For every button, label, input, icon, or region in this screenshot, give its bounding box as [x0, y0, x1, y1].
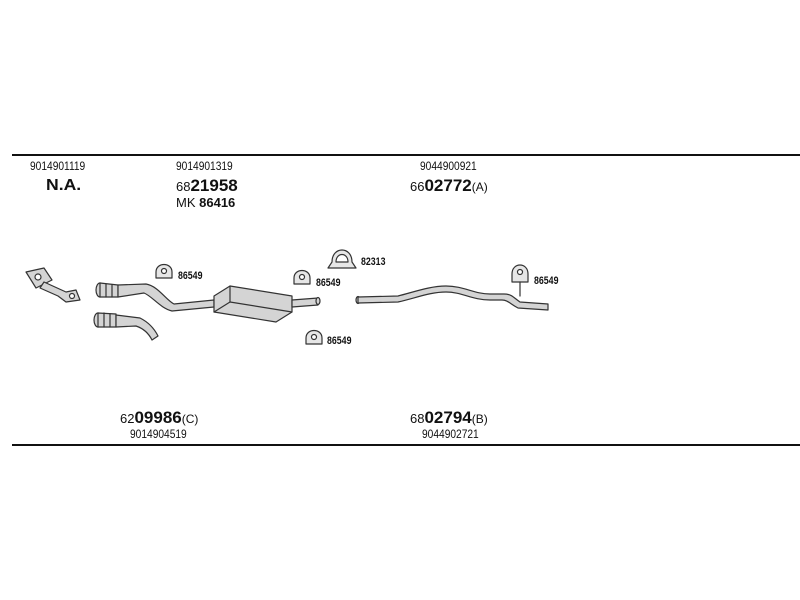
code-prefix: 68 [176, 179, 191, 194]
na-label: N.A. [46, 177, 82, 194]
mounting-kit-label: MK 86416 [176, 196, 235, 209]
ref-number-4: 9014904519 [130, 427, 187, 441]
code-suffix: (C) [181, 412, 199, 426]
code-suffix: (B) [471, 412, 488, 426]
manifold-flange [25, 267, 81, 303]
ref-number-5: 9044902721 [422, 427, 479, 441]
part-code-middle-pipe: 6821958 [176, 177, 238, 195]
code-main: 02794 [424, 408, 472, 427]
code-main: 21958 [190, 176, 238, 195]
part-code-front-pipe: 6209986(C) [120, 409, 198, 427]
mk-number: 86416 [199, 195, 236, 210]
rubber-hanger-icon [511, 264, 529, 297]
ref-number-2: 9014901319 [176, 159, 233, 173]
code-suffix: (A) [471, 180, 488, 194]
hanger-label-4: 86549 [327, 335, 352, 347]
hanger-label-2: 86549 [316, 277, 341, 289]
code-prefix: 62 [120, 411, 135, 426]
middle-silencer [213, 285, 321, 323]
front-pipe-upper [95, 282, 215, 312]
rubber-hanger-icon [293, 269, 311, 285]
code-prefix: 68 [410, 411, 425, 426]
front-pipe-lower [93, 312, 159, 341]
rubber-hanger-icon [155, 263, 173, 279]
rubber-hanger-icon [305, 329, 323, 345]
hanger-label-1: 86549 [178, 270, 203, 282]
hanger-label-3: 86549 [534, 275, 559, 287]
ref-number-1: 9014901119 [30, 159, 86, 173]
code-main: 02772 [424, 176, 472, 195]
code-prefix: 66 [410, 179, 425, 194]
rear-pipe [355, 285, 549, 311]
part-code-rear-pipe: 6602772(A) [410, 177, 488, 195]
bottom-divider [12, 444, 800, 446]
ref-number-3: 9044900921 [420, 159, 477, 173]
pipe-clamp-icon [327, 249, 357, 269]
code-main: 09986 [134, 408, 182, 427]
top-divider [12, 154, 800, 156]
part-code-tail-pipe: 6802794(B) [410, 409, 488, 427]
mk-prefix: MK [176, 195, 196, 210]
clamp-label: 82313 [361, 256, 386, 268]
